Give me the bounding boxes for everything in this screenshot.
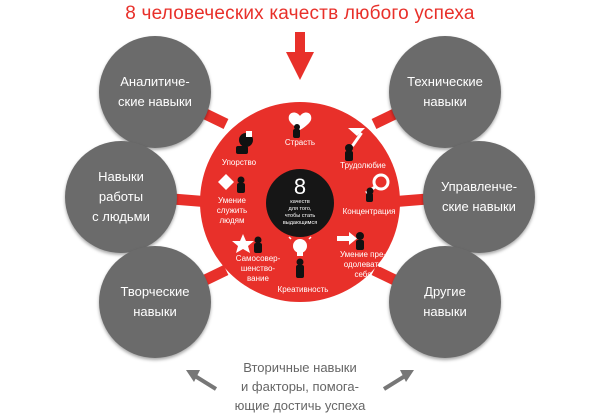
magnifier-figure-icon <box>365 173 390 202</box>
quality-label-stubbornness: Упорство <box>221 158 257 167</box>
diamond-figure-icon <box>218 174 245 193</box>
star-figure-icon <box>232 234 262 253</box>
quality-label-self-improvement: Самосовер- шенство- вание <box>235 254 281 283</box>
pickaxe-figure-icon <box>345 128 365 161</box>
skill-label-technical: Технические навыки <box>407 74 483 109</box>
center-circle: 8 качеств для того, чтобы стать выдающим… <box>266 169 334 237</box>
skill-circle-analytical: Аналитиче- ские навыки <box>99 36 211 148</box>
quality-label-serve-people: Умение служить людям <box>216 196 248 225</box>
fist-hammer-icon <box>236 131 253 154</box>
skill-label-people: Навыки работы с людьми <box>92 169 150 224</box>
arrow-push-figure-icon <box>337 232 364 250</box>
arrow-up-right-icon <box>382 370 414 391</box>
skill-label-management: Управленче- ские навыки <box>440 179 518 214</box>
skill-circle-technical: Технические навыки <box>389 36 501 148</box>
quality-label-overcome-self: Умение пре- одолевать себя <box>339 250 387 279</box>
skill-label-analytical: Аналитиче- ские навыки <box>118 74 192 109</box>
down-arrow-icon <box>286 32 314 80</box>
infographic-title: 8 человеческих качеств любого успеха <box>125 3 475 24</box>
skill-circle-people: Навыки работы с людьми <box>65 141 177 253</box>
quality-label-creativity: Креативность <box>277 285 329 294</box>
footer-caption: Вторичные навыки и факторы, помога- ющие… <box>234 360 366 413</box>
quality-label-concentration: Концентрация <box>342 207 396 216</box>
skill-label-other: Другие навыки <box>423 284 467 319</box>
skill-label-creative: Творческие навыки <box>120 284 190 319</box>
quality-label-passion: Страсть <box>284 138 316 147</box>
arrow-up-left-icon <box>186 370 218 391</box>
center-subtitle: качеств для того, чтобы стать выдающимся <box>282 198 318 226</box>
heart-figure-icon <box>288 112 312 138</box>
skill-circle-other: Другие навыки <box>389 246 501 358</box>
skill-circle-management: Управленче- ские навыки <box>423 141 535 253</box>
skill-circle-creative: Творческие навыки <box>99 246 211 358</box>
center-number: 8 <box>293 173 307 199</box>
quality-label-diligence: Трудолюбие <box>340 161 386 170</box>
